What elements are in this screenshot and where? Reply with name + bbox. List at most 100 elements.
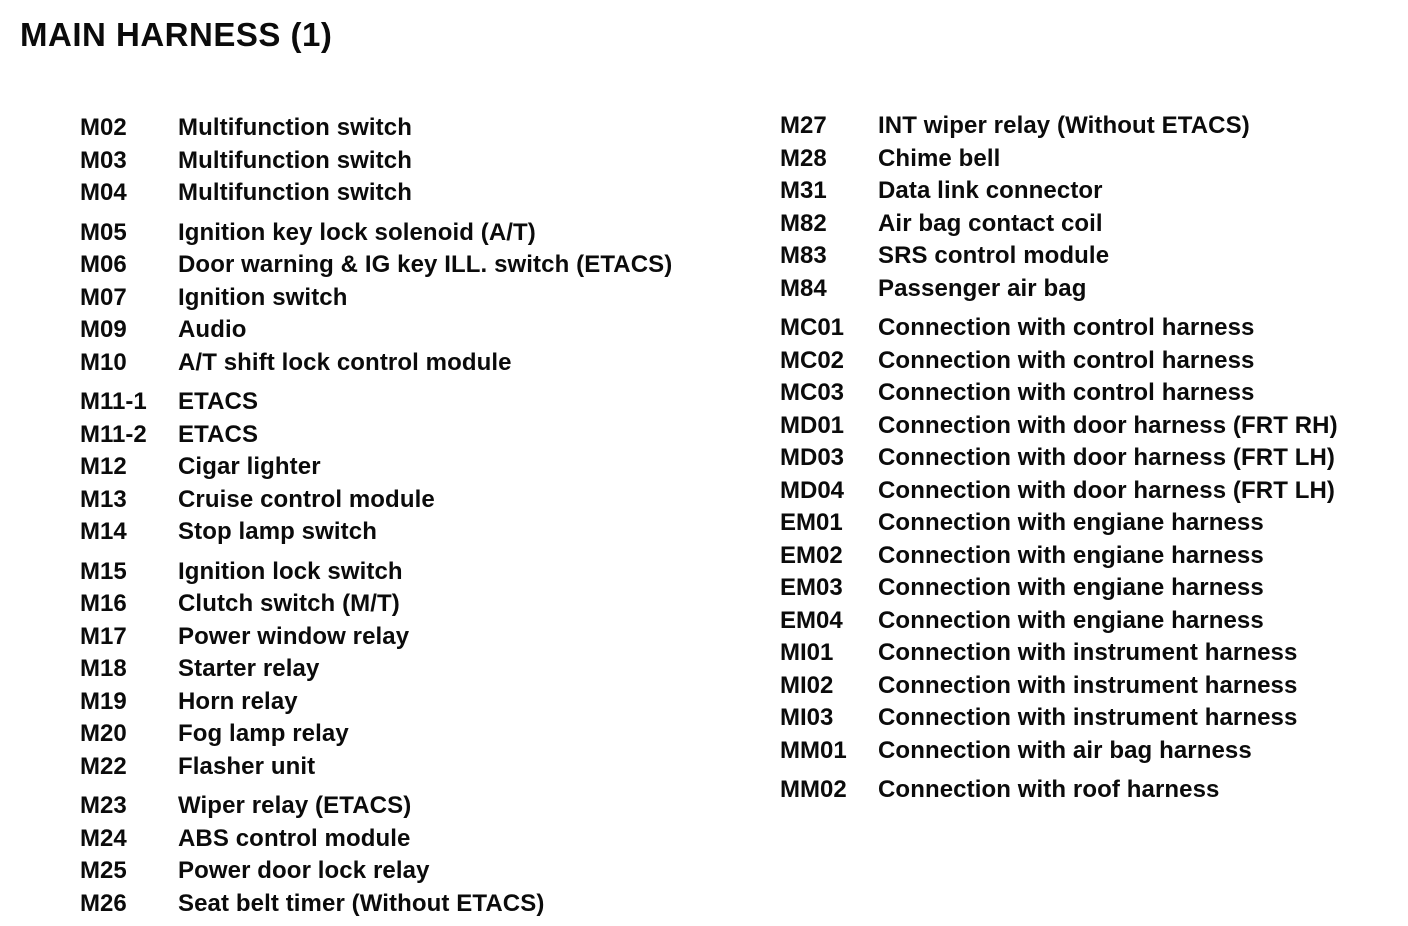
connector-code: EM01	[780, 509, 843, 537]
connector-description: Data link connector	[878, 177, 1103, 205]
legend-row: MD01 Connection with door harness (FRT RH…	[780, 410, 1408, 443]
legend-row: EM01 Connection with engiane harness	[780, 507, 1408, 540]
legend-row: EM02 Connection with engiane harness	[780, 540, 1408, 573]
connector-code: M22	[80, 752, 127, 780]
legend-row: MC01 Connection with control harness	[780, 312, 1408, 345]
connector-code: MC01	[780, 314, 845, 342]
connector-description: Connection with air bag harness	[878, 736, 1252, 764]
connector-description: Multifunction switch	[178, 146, 412, 174]
connector-description: Connection with engiane harness	[878, 606, 1264, 634]
connector-code: M12	[80, 453, 127, 481]
connector-code: M31	[780, 177, 827, 205]
connector-code: MI01	[780, 639, 834, 667]
connector-description: A/T shift lock control module	[178, 348, 512, 376]
connector-code: M82	[780, 209, 827, 237]
connector-code: M23	[80, 792, 127, 820]
connector-code: MC02	[780, 346, 845, 374]
connector-description: SRS control module	[878, 242, 1110, 270]
connector-description: ETACS	[178, 420, 259, 448]
legend-row: M11-1 ETACS	[80, 386, 760, 419]
connector-description: Power door lock relay	[178, 857, 430, 885]
connector-code: M03	[80, 146, 127, 174]
legend-row: M22 Flasher unit	[80, 751, 760, 784]
legend-row: M28 Chime bell	[780, 143, 1408, 176]
legend-row: M23 Wiper relay (ETACS)	[80, 790, 760, 823]
connector-description: Ignition switch	[178, 283, 348, 311]
connector-code: EM03	[780, 574, 843, 602]
connector-description: Connection with engiane harness	[878, 509, 1264, 537]
connector-description: Fog lamp relay	[178, 720, 349, 748]
connector-description: Door warning & IG key ILL. switch (ETACS…	[178, 251, 673, 279]
connector-code: EM02	[780, 541, 843, 569]
connector-description: Connection with door harness (FRT LH)	[878, 476, 1336, 504]
connector-code: M11-1	[80, 388, 147, 416]
connector-description: Stop lamp switch	[178, 518, 377, 546]
connector-description: Connection with roof harness	[878, 776, 1220, 804]
connector-code: M05	[80, 218, 127, 246]
connector-description: Power window relay	[178, 622, 410, 650]
connector-description: Connection with control harness	[878, 346, 1255, 374]
connector-description: Connection with control harness	[878, 314, 1255, 342]
legend-row: MM02 Connection with roof harness	[780, 774, 1408, 807]
connector-code: M25	[80, 857, 127, 885]
connector-description: Passenger air bag	[878, 274, 1087, 302]
connector-code: MD03	[780, 444, 845, 472]
connector-code: M24	[80, 824, 127, 852]
connector-code: MI02	[780, 671, 834, 699]
connector-description: Horn relay	[178, 687, 298, 715]
connector-description: Connection with instrument harness	[878, 704, 1298, 732]
connector-code: MM01	[780, 736, 847, 764]
legend-row: MC02 Connection with control harness	[780, 345, 1408, 378]
legend-group: MM02 Connection with roof harness	[780, 774, 1408, 807]
legend-row: M11-2 ETACS	[80, 419, 760, 452]
connector-code: MM02	[780, 776, 847, 804]
legend-row: M07 Ignition switch	[80, 282, 760, 315]
connector-description: Ignition key lock solenoid (A/T)	[178, 218, 536, 246]
legend-row: M31 Data link connector	[780, 175, 1408, 208]
connector-code: M04	[80, 179, 127, 207]
page-title: MAIN HARNESS (1)	[20, 16, 333, 53]
connector-description: Flasher unit	[178, 752, 316, 780]
connector-code: M07	[80, 283, 127, 311]
connector-description: Wiper relay (ETACS)	[178, 792, 412, 820]
connector-code: M16	[80, 590, 127, 618]
connector-code: MD04	[780, 476, 845, 504]
connector-code: M09	[80, 316, 127, 344]
connector-description: Connection with engiane harness	[878, 541, 1264, 569]
legend-row: M25 Power door lock relay	[80, 855, 760, 888]
connector-code: M15	[80, 557, 127, 585]
connector-description: Connection with door harness (FRT RH)	[878, 411, 1338, 439]
connector-code: M11-2	[80, 420, 147, 448]
connector-description: Chime bell	[878, 144, 1001, 172]
connector-code: M83	[780, 242, 827, 270]
legend-row: MM01 Connection with air bag harness	[780, 735, 1408, 768]
legend-row: MD04 Connection with door harness (FRT LH…	[780, 475, 1408, 508]
connector-code: M28	[780, 144, 827, 172]
connector-code: MD01	[780, 411, 845, 439]
connector-description: ETACS	[178, 388, 259, 416]
connector-description: Connection with engiane harness	[878, 574, 1264, 602]
connector-code: M19	[80, 687, 127, 715]
